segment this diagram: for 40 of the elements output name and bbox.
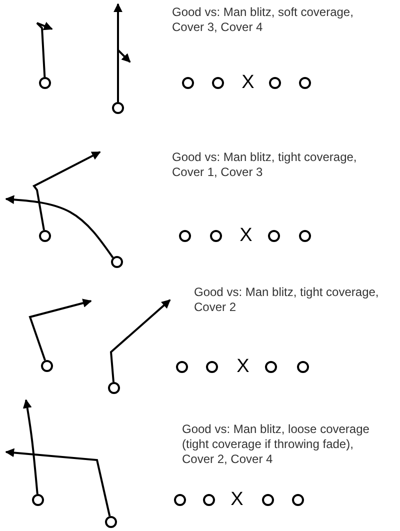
coverage-note: Good vs: Man blitz, tight coverage, Cover 2 (194, 285, 380, 315)
lineman-circle (265, 361, 277, 373)
quarterback-mark: X (238, 226, 254, 245)
player-circle (39, 77, 51, 89)
route-arrow (28, 298, 92, 361)
player-circle (105, 516, 117, 528)
lineman-circle (262, 494, 274, 506)
coverage-note: Good vs: Man blitz, loose coverage (tight coverage if throwing fade), Cover 2, Cover 4 (182, 422, 370, 467)
player-circle (41, 360, 53, 372)
player-circle (108, 382, 120, 394)
lineman-circle (297, 361, 309, 373)
lineman-circle (203, 494, 215, 506)
route-arrow (32, 151, 101, 230)
coverage-note: Good vs: Man blitz, soft coverage, Cover 3, Cover 4 (172, 5, 354, 35)
lineman-circle (210, 230, 222, 242)
lineman-circle (299, 77, 311, 89)
lineman-circle (292, 494, 304, 506)
lineman-circle (268, 230, 280, 242)
player-circle (112, 102, 124, 114)
route-arrow (22, 399, 38, 494)
route-arrow (5, 448, 111, 516)
lineman-circle (212, 77, 224, 89)
quarterback-mark: X (240, 73, 256, 92)
route-arrow (36, 22, 53, 78)
route-arrow (110, 299, 171, 382)
lineman-circle (179, 230, 191, 242)
quarterback-mark: X (230, 490, 244, 509)
quarterback-mark: X (236, 357, 250, 376)
route-arrow (117, 48, 131, 102)
route-arrow (5, 195, 114, 258)
lineman-circle (174, 494, 186, 506)
lineman-circle (299, 230, 311, 242)
player-circle (39, 230, 51, 242)
lineman-circle (206, 361, 218, 373)
lineman-circle (176, 361, 188, 373)
lineman-circle (182, 77, 194, 89)
player-circle (111, 256, 123, 268)
player-circle (32, 494, 44, 506)
coverage-note: Good vs: Man blitz, tight coverage, Cover 1, Cover 3 (172, 150, 358, 180)
lineman-circle (269, 77, 281, 89)
